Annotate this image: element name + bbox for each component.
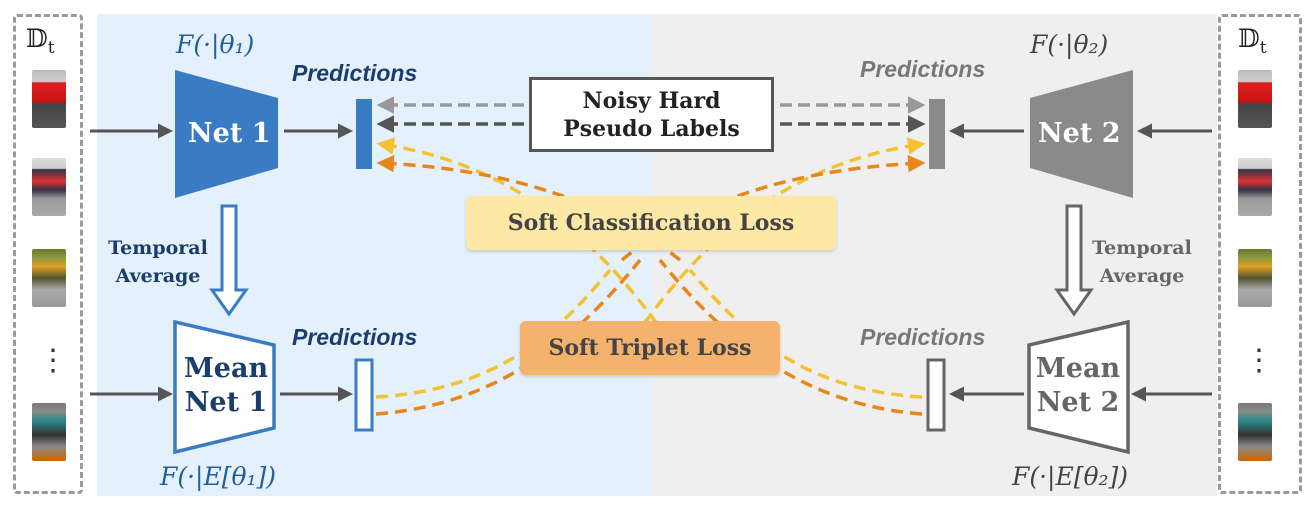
mean-net2-line1: Mean [1035,353,1121,384]
person-image-3-left [32,249,66,307]
dataset-label-left: 𝔻t [26,24,55,58]
person-image-4-right [1238,403,1272,461]
soft-class-curve-yellow-to-net2 [610,137,926,371]
net2-prediction-bar [929,99,945,169]
temporal-average-label-right: Temporal Average [1080,234,1204,290]
temporal-average-arrow-left [209,204,249,317]
net1-function: F(·|θ₁) [176,30,255,59]
soft-triplet-curve-orange-left [375,258,642,416]
mean-net2-prediction-bar [926,358,946,432]
net1-label: Net 1 [188,118,271,149]
net1-prediction-bar [356,99,372,169]
predictions-label-net2: Predictions [860,56,986,82]
noisy-labels-line2: Pseudo Labels [563,115,740,142]
net1-shape [175,70,278,198]
person-image-4-left [32,403,66,461]
person-image-1-right [1238,70,1272,128]
mean-net1-label: Mean Net 1 [178,352,274,420]
temporal-average-left-line1: Temporal [108,237,208,259]
predictions-label-mean-net1: Predictions [292,324,418,350]
mean-net1-prediction-bar [354,358,374,432]
soft-triplet-curve-orange-right [658,258,923,416]
mean-net2-label: Mean Net 2 [1030,352,1126,420]
mean-net2-function: F(·|E[θ₂]) [1012,462,1129,491]
temporal-average-arrow-right [1054,204,1094,317]
net2-function: F(·|θ₂) [1030,30,1109,59]
person-image-2-left [32,158,66,216]
noisy-hard-pseudo-labels-box: Noisy Hard Pseudo Labels [529,77,774,152]
temporal-average-right-line1: Temporal [1092,237,1192,259]
mean-net1-function: F(·|E[θ₁]) [160,462,277,491]
soft-triplet-curve-yellow-right [688,268,923,399]
predictions-label-mean-net2: Predictions [860,324,986,350]
mean-net1-line2: Net 1 [184,387,268,418]
soft-classification-loss-box: Soft Classification Loss [466,196,836,250]
person-image-3-right [1238,249,1272,307]
dataset-label-right: 𝔻t [1238,24,1267,58]
mean-net2-line2: Net 2 [1036,387,1120,418]
person-image-2-right [1238,158,1272,216]
noisy-labels-line1: Noisy Hard [582,87,721,114]
temporal-average-right-line2: Average [1099,265,1185,287]
net2-shape [1030,70,1133,198]
predictions-label-net1: Predictions [292,60,418,86]
temporal-average-label-left: Temporal Average [96,234,220,290]
mean-net2-shape [1027,319,1130,455]
mean-net1-line1: Mean [183,353,269,384]
mean-net1-shape [173,319,276,455]
temporal-average-left-line2: Average [115,265,201,287]
net2-label: Net 2 [1038,118,1121,149]
person-image-1-left [32,70,66,128]
soft-triplet-loss-box: Soft Triplet Loss [520,321,780,375]
